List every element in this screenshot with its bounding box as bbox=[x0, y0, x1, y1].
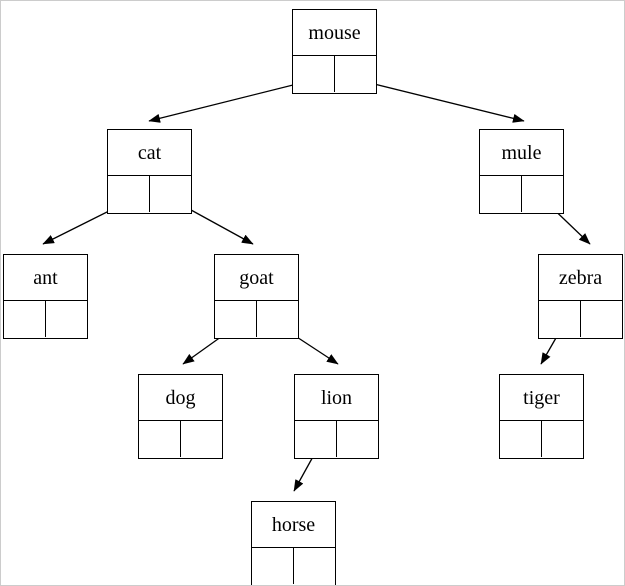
node-pointers-mule bbox=[480, 176, 563, 212]
left-pointer-cell-mouse[interactable] bbox=[293, 56, 335, 92]
tree-node-mule[interactable]: mule bbox=[479, 129, 564, 214]
left-pointer-cell-tiger[interactable] bbox=[500, 421, 542, 457]
node-label-horse: horse bbox=[252, 502, 335, 548]
left-pointer-cell-cat[interactable] bbox=[108, 176, 150, 212]
edge-mouse-to-mule bbox=[353, 78, 525, 123]
node-label-goat: goat bbox=[215, 255, 298, 301]
right-pointer-cell-lion[interactable] bbox=[337, 421, 379, 457]
node-pointers-horse bbox=[252, 548, 335, 584]
right-pointer-cell-zebra[interactable] bbox=[581, 301, 623, 337]
left-pointer-cell-horse[interactable] bbox=[252, 548, 294, 584]
right-pointer-cell-goat[interactable] bbox=[257, 301, 299, 337]
node-label-zebra: zebra bbox=[539, 255, 622, 301]
node-pointers-ant bbox=[4, 301, 87, 337]
left-pointer-cell-mule[interactable] bbox=[480, 176, 522, 212]
tree-node-dog[interactable]: dog bbox=[138, 374, 223, 459]
right-pointer-cell-dog[interactable] bbox=[181, 421, 223, 457]
node-label-tiger: tiger bbox=[500, 375, 583, 421]
tree-node-ant[interactable]: ant bbox=[3, 254, 88, 339]
node-pointers-mouse bbox=[293, 56, 376, 92]
tree-node-zebra[interactable]: zebra bbox=[538, 254, 623, 339]
node-pointers-goat bbox=[215, 301, 298, 337]
node-pointers-dog bbox=[139, 421, 222, 457]
node-label-cat: cat bbox=[108, 130, 191, 176]
tree-node-mouse[interactable]: mouse bbox=[292, 9, 377, 94]
node-pointers-tiger bbox=[500, 421, 583, 457]
tree-node-cat[interactable]: cat bbox=[107, 129, 192, 214]
node-pointers-zebra bbox=[539, 301, 622, 337]
node-pointers-lion bbox=[295, 421, 378, 457]
right-pointer-cell-tiger[interactable] bbox=[542, 421, 584, 457]
left-pointer-cell-lion[interactable] bbox=[295, 421, 337, 457]
node-label-mouse: mouse bbox=[293, 10, 376, 56]
node-pointers-cat bbox=[108, 176, 191, 212]
right-pointer-cell-ant[interactable] bbox=[46, 301, 88, 337]
left-pointer-cell-zebra[interactable] bbox=[539, 301, 581, 337]
node-label-ant: ant bbox=[4, 255, 87, 301]
left-pointer-cell-ant[interactable] bbox=[4, 301, 46, 337]
tree-node-tiger[interactable]: tiger bbox=[499, 374, 584, 459]
node-label-lion: lion bbox=[295, 375, 378, 421]
right-pointer-cell-mouse[interactable] bbox=[335, 56, 377, 92]
node-label-mule: mule bbox=[480, 130, 563, 176]
right-pointer-cell-mule[interactable] bbox=[522, 176, 564, 212]
tree-node-goat[interactable]: goat bbox=[214, 254, 299, 339]
tree-node-horse[interactable]: horse bbox=[251, 501, 336, 585]
left-pointer-cell-dog[interactable] bbox=[139, 421, 181, 457]
right-pointer-cell-horse[interactable] bbox=[294, 548, 336, 584]
node-label-dog: dog bbox=[139, 375, 222, 421]
left-pointer-cell-goat[interactable] bbox=[215, 301, 257, 337]
right-pointer-cell-cat[interactable] bbox=[150, 176, 192, 212]
tree-node-lion[interactable]: lion bbox=[294, 374, 379, 459]
